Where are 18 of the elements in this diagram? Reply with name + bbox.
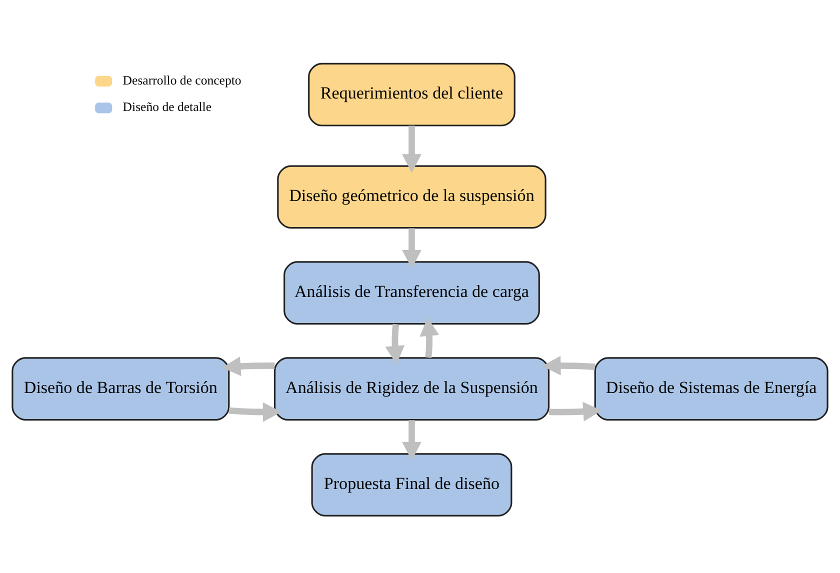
node-box: Diseño de Barras de Torsión	[12, 357, 230, 421]
arrow	[542, 356, 596, 376]
legend-label: Diseño de detalle	[122, 100, 212, 114]
arrow	[228, 402, 282, 422]
arrow	[385, 324, 405, 364]
arrow	[420, 317, 440, 358]
node-box: Diseño geómetrico de la suspensión	[277, 165, 546, 229]
node-box: Diseño de Sistemas de Energía	[594, 357, 828, 421]
arrow	[402, 228, 422, 269]
node-box: Análisis de Transferencia de carga	[284, 261, 540, 325]
node-box: Propuesta Final de diseño	[311, 453, 512, 517]
arrow	[548, 402, 602, 422]
legend-label: Desarrollo de concepto	[122, 74, 242, 88]
arrow	[402, 126, 422, 173]
node-box: Análisis de Rigidez de la Suspensión	[274, 357, 550, 421]
arrow	[402, 420, 422, 460]
node-box: Requerimientos del cliente	[308, 62, 516, 126]
arrow	[222, 356, 275, 376]
